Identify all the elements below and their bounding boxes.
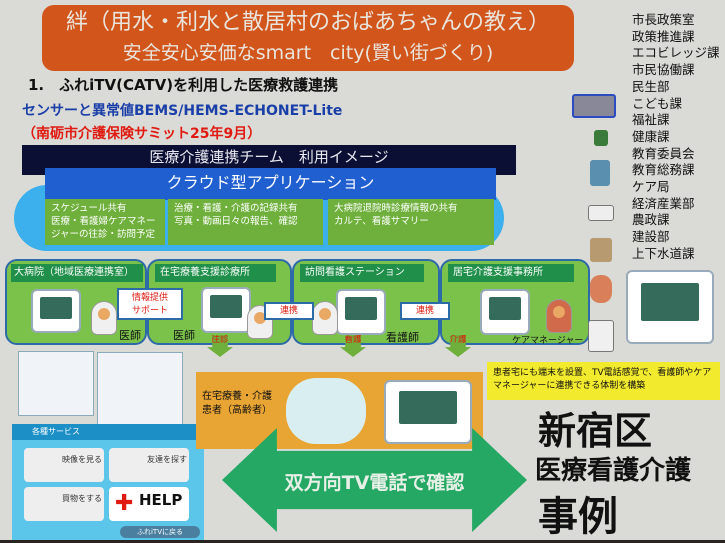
department-item: 健康課: [632, 128, 670, 144]
doctor-icon: [91, 301, 117, 335]
department-item: 教育委員会: [632, 145, 695, 161]
department-item: 市長政策室: [632, 12, 695, 27]
app-screenshot-1: [18, 351, 94, 416]
back-button[interactable]: ふれiTVに戻る: [120, 526, 200, 538]
callout-bubble: 患者宅にも端末を設置、TV電話感覚で、看護師やケアマネージャーに連携できる体制を…: [487, 362, 720, 400]
department-item: エコビレッジ課: [632, 45, 720, 61]
department-item: 福祉課: [632, 112, 670, 128]
case-title-ward: 新宿区: [538, 409, 653, 453]
panel-nursing-station: 訪問看護ステーション 看護師: [292, 259, 440, 345]
home-icon: [588, 320, 614, 352]
department-item: 教育総務課: [632, 162, 695, 178]
department-item: こども課: [632, 95, 683, 111]
nurse-icon: [312, 301, 338, 335]
role-label: 看護師: [386, 331, 419, 344]
cloud-box-schedule: スケジュール共有 医療・看護婦ケアマネー ジャーの往診・訪問予定: [45, 199, 165, 245]
patient-label: 在宅療養・介護 患者（高齢者）: [202, 390, 272, 418]
title-line1: 絆（用水・利水と散居村のおばあちゃんの教え）: [65, 10, 550, 35]
service-menu: 各種サービス 映像を見る 友達を探す 買物をする ✚ HELP ふれiTVに戻る: [12, 424, 204, 540]
app-screenshot-2: [97, 352, 183, 434]
info-support-arrow: 情報提供 サポート: [117, 288, 183, 320]
cloud-app-title: クラウド型アプリケーション: [45, 168, 496, 200]
shopping-button[interactable]: 買物をする: [24, 487, 104, 521]
patient-box: 在宅療養・介護 患者（高齢者）: [196, 372, 483, 449]
tablet-device-image: [626, 270, 714, 344]
link-arrow-2: 連携: [400, 302, 450, 320]
role-label: 医師: [173, 329, 195, 342]
help-label: HELP: [139, 491, 183, 509]
elderly-icon: [590, 275, 612, 303]
role-label: 医師: [119, 329, 141, 342]
help-button[interactable]: ✚ HELP: [109, 487, 189, 521]
down-arrow-nursing: 看護: [340, 335, 366, 357]
cloud-box-records: 治療・看護・介護の記録共有 写真・動画日々の報告、確認: [168, 199, 323, 245]
department-item: 経済産業部: [632, 195, 695, 211]
department-item: 建設部: [632, 229, 670, 245]
watch-video-button[interactable]: 映像を見る: [24, 448, 104, 482]
ambulance-icon: [588, 205, 614, 221]
box-line: 治療・看護・介護の記録共有: [174, 203, 298, 214]
caregiver-icon: [546, 299, 572, 333]
arrow-label: サポート: [131, 306, 168, 316]
title-banner: 絆（用水・利水と散居村のおばあちゃんの教え） 安全安心安価なsmart city…: [42, 5, 574, 71]
tablet-image: [201, 287, 251, 333]
department-item: 上下水道課: [632, 245, 695, 261]
patient-line: 在宅療養・介護: [202, 391, 272, 402]
box-line: スケジュール共有: [51, 203, 127, 214]
down-arrow-care: 介護: [445, 335, 471, 357]
case-title-field: 医療看護介護: [535, 456, 692, 486]
section-heading: 1. ふれiTV(CATV)を利用した医療救護連携: [28, 76, 339, 94]
box-line: 医療・看護婦ケアマネー: [51, 216, 156, 227]
house-icon: [590, 238, 612, 262]
tablet-image: [480, 289, 530, 335]
cloud-box-discharge: 大病院退院時診療情報の共有 カルテ、看護サマリー: [328, 199, 494, 245]
department-item: 政策推進課: [632, 28, 695, 44]
department-list: 市長政策室 政策推進課 エコビレッジ課 市民協働課 民生部 こども課 福祉課 健…: [632, 12, 720, 263]
panel-care-office: 居宅介護支援事務所 ケアマネージャー: [440, 259, 590, 346]
box-line: 写真・動画日々の報告、確認: [174, 216, 298, 227]
panel-title: 在宅療養支援診療所: [155, 264, 276, 282]
link-arrow-1: 連携: [264, 302, 314, 320]
red-cross-icon: ✚: [115, 491, 134, 516]
tablet-image: [336, 289, 386, 335]
case-title-example: 事例: [538, 494, 618, 540]
department-item: 民生部: [632, 78, 670, 94]
summit-text: （南砺市介護保険サミット25年9月）: [22, 126, 262, 142]
service-menu-header: 各種サービス: [12, 424, 204, 440]
sensor-devices-icon: [572, 94, 616, 118]
department-item: 農政課: [632, 212, 670, 228]
tablet-image: [31, 289, 81, 333]
sensor-icon: [594, 130, 608, 146]
role-label: ケアマネージャー: [512, 336, 584, 346]
tv-call-label: 双方向TV電話で確認: [284, 472, 465, 494]
department-item: ケア局: [632, 179, 670, 195]
down-arrow-visit: 往診: [207, 335, 233, 357]
arrow-label: 情報提供: [131, 293, 168, 303]
box-line: カルテ、看護サマリー: [334, 216, 429, 227]
box-line: 大病院退院時診療情報の共有: [334, 203, 458, 214]
find-friends-button[interactable]: 友達を探す: [109, 448, 189, 482]
sensor-text: センサーと異常値BEMS/HEMS-ECHONET-Lite: [22, 103, 343, 119]
home-tablet-image: [384, 380, 472, 444]
care-people-icon: [590, 160, 610, 186]
panel-title: 大病院（地域医療連携室）: [11, 264, 143, 282]
panel-title: 訪問看護ステーション: [300, 264, 424, 282]
department-item: 市民協働課: [632, 62, 695, 78]
patient-line: 患者（高齢者）: [202, 405, 272, 416]
elderly-couple-illustration: [286, 378, 366, 444]
title-line2: 安全安心安価なsmart city(賢い街づくり): [122, 42, 494, 64]
panel-title: 居宅介護支援事務所: [448, 264, 574, 282]
box-line: ジャーの往診・訪問予定: [51, 229, 156, 240]
